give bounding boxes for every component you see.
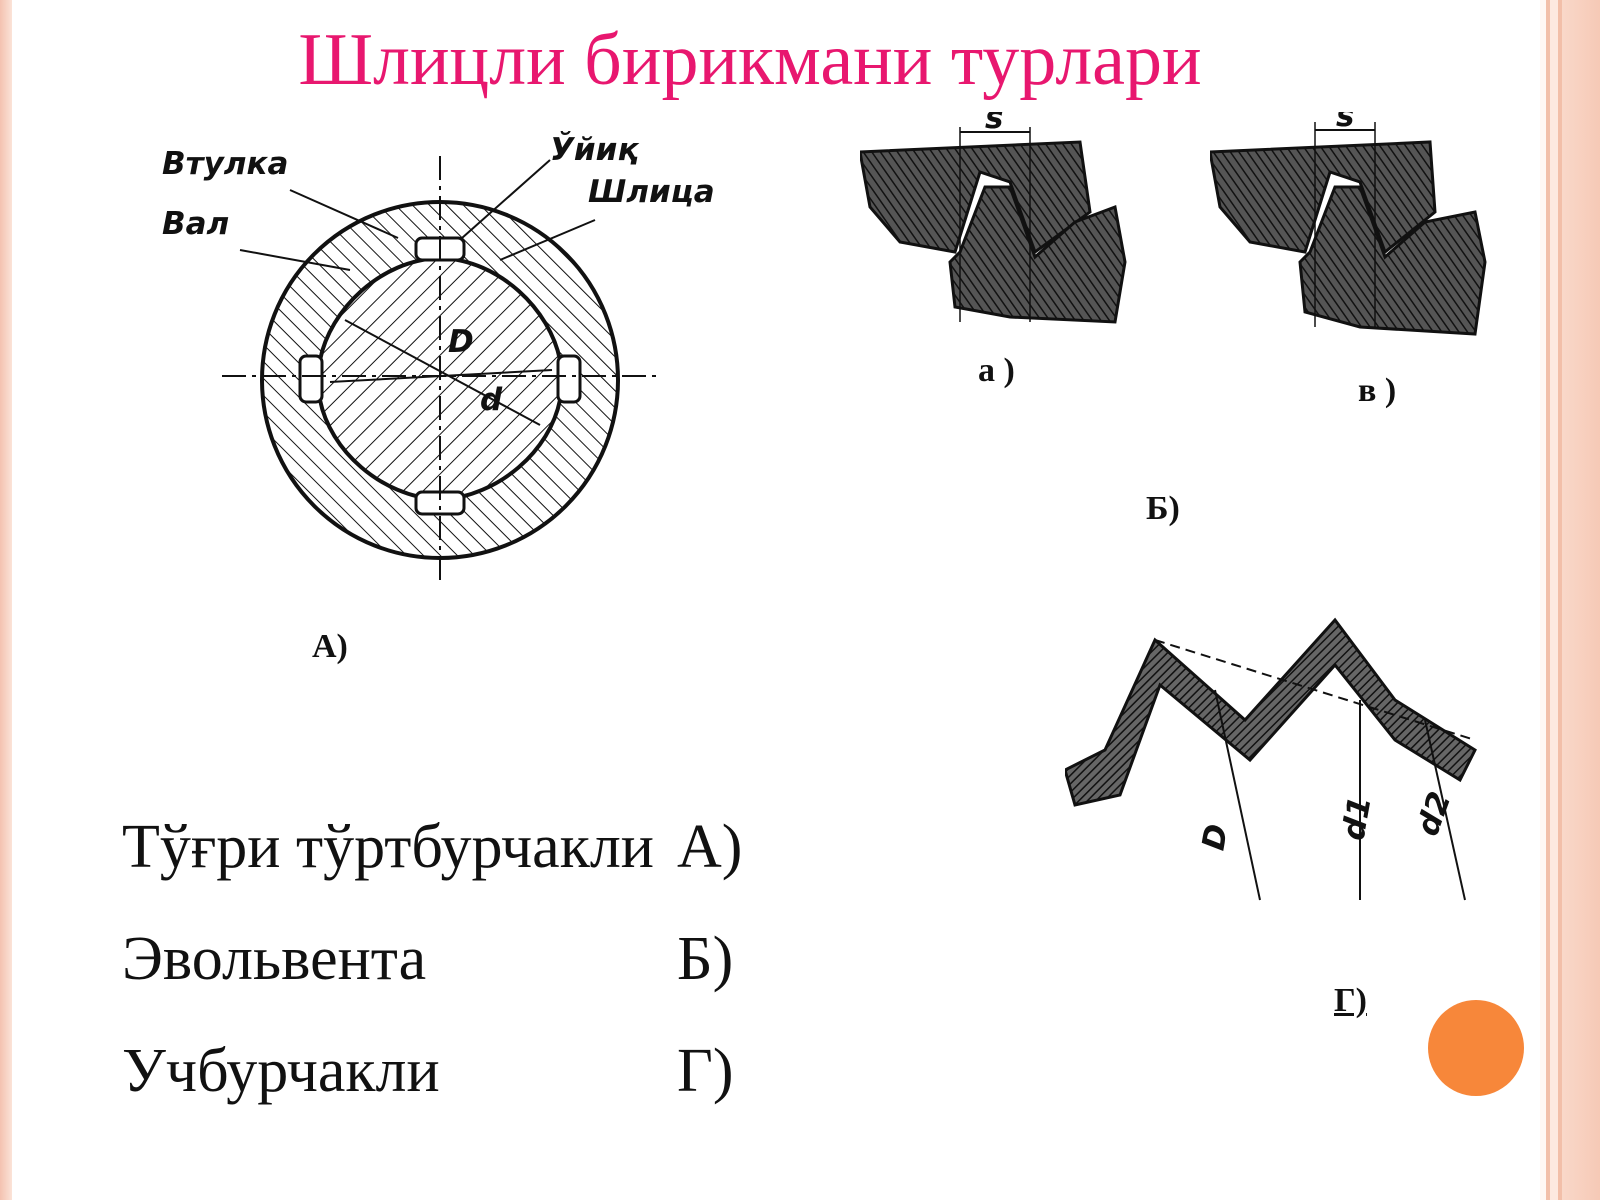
figure-b-involute-a: s [860,112,1127,324]
type-code: А) [677,813,743,881]
figure-g-triangular: D d1 d2 [1065,617,1477,901]
dim-s-v: s [1336,112,1354,134]
dim-g-d2: d2 [1410,787,1459,840]
figure-b-label: Б) [1146,490,1180,527]
figure-b-sub-a-label: а ) [978,352,1015,389]
spline-key-right [556,354,582,404]
dim-s-a: s [985,112,1003,136]
figure-b-sub-v-label: в ) [1358,372,1397,409]
slide-frame-left [0,0,12,1200]
type-name: Тўғри тўртбурчакли [122,813,654,881]
spline-key-left [298,354,324,404]
type-name: Учбурчакли [122,1037,440,1105]
callout-groove: Ўйиқ [550,132,640,168]
dim-outer-diameter: D [448,324,474,360]
figure-g-label: Г) [1334,982,1367,1019]
dim-g-D: D [1196,821,1236,853]
type-name: Эвольвента [122,925,427,993]
spline-types-list: Тўғри тўртбурчакли А) Эвольвента Б) Учбу… [122,812,762,1148]
figure-b-involute-v: s [1210,112,1487,336]
type-code: Б) [677,925,734,993]
decorative-orange-dot [1428,1000,1524,1096]
dim-inner-diameter: d [480,382,503,418]
list-item: Тўғри тўртбурчакли А) [122,812,762,924]
list-item: Эвольвента Б) [122,924,762,1036]
callout-spline: Шлица [588,174,715,210]
list-item: Учбурчакли Г) [122,1036,762,1148]
slide-frame-right [1540,0,1600,1200]
slide-title: Шлицли бирикмани турлари [298,19,1202,101]
dim-g-d1: d1 [1336,794,1379,843]
figure-a-label: А) [312,628,348,665]
figure-a-cross-section: Втулка Вал Ўйиқ Шлица D d [162,132,715,582]
type-code: Г) [677,1037,734,1105]
callout-shaft: Вал [162,206,229,242]
callout-bushing: Втулка [162,146,288,182]
